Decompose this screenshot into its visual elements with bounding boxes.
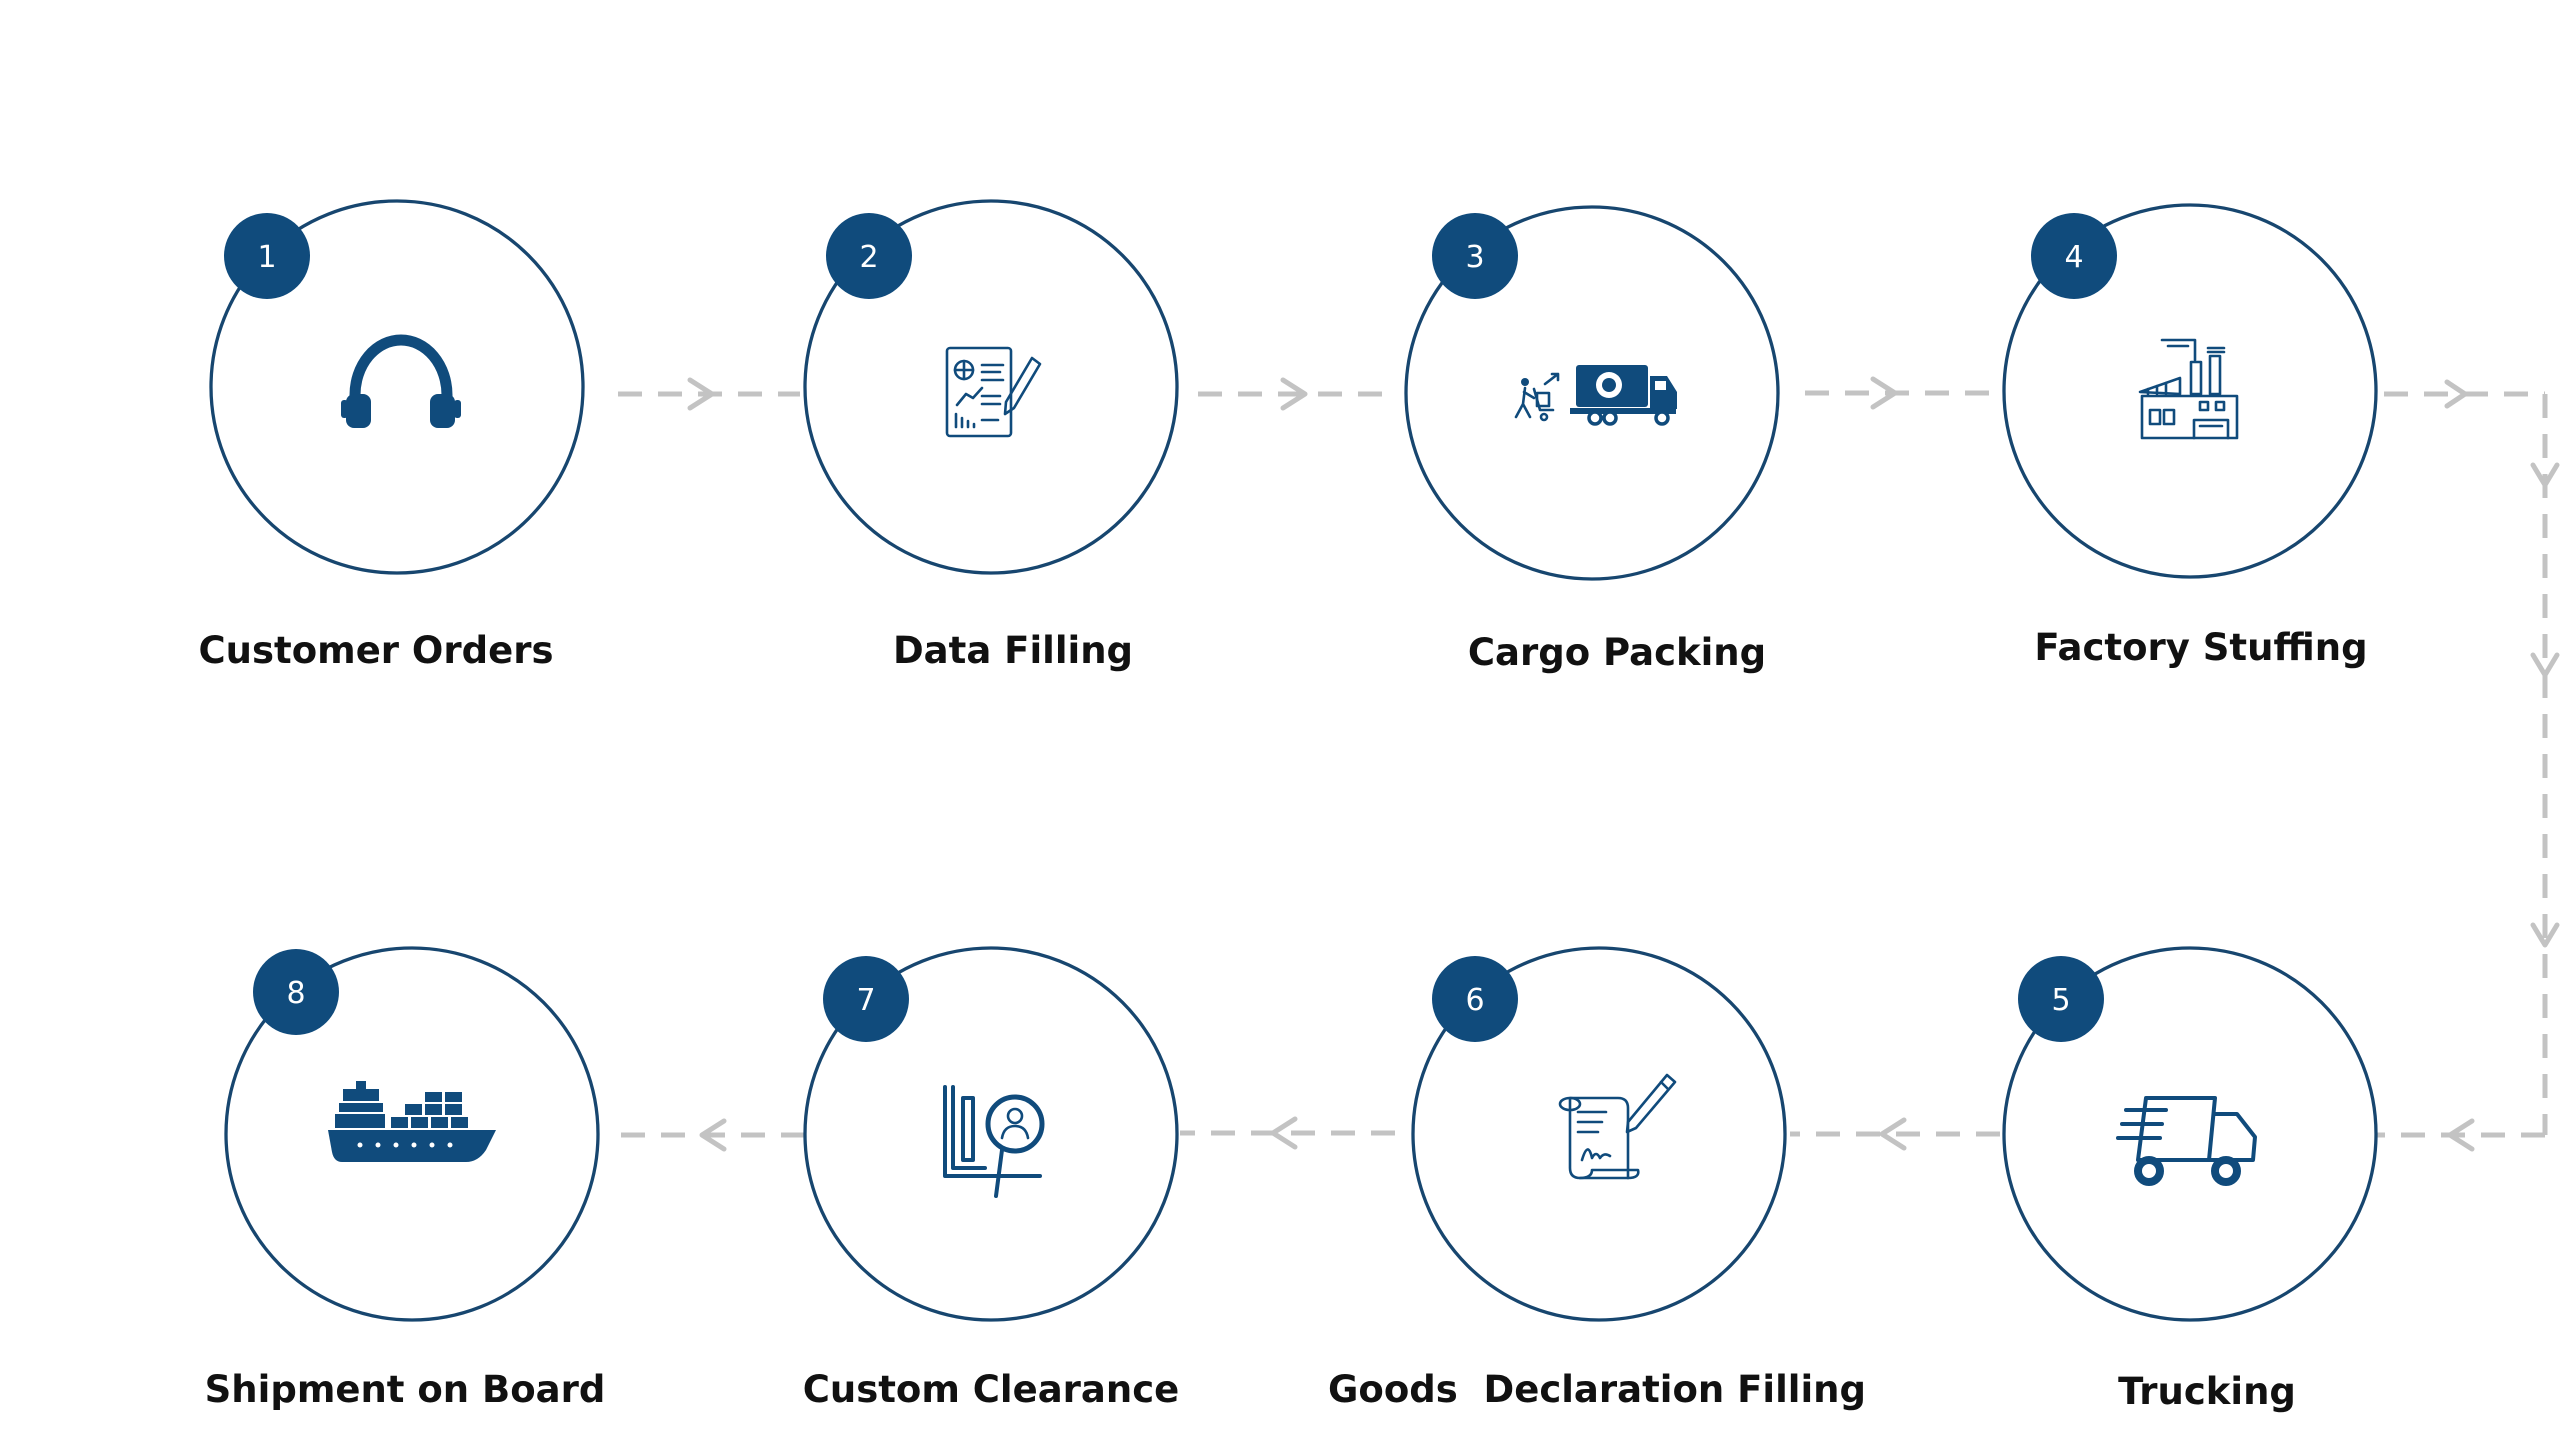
step-1-number: 1: [257, 240, 276, 275]
connector-3-4: [1805, 376, 1995, 410]
step-1-circle: [209, 199, 585, 575]
step-2-label: Data Filling: [893, 629, 1133, 672]
connector-7-8: [605, 1118, 805, 1152]
step-4-number: 4: [2064, 240, 2083, 275]
connector-6-7: [1180, 1116, 1395, 1150]
step-6-badge: [1432, 956, 1518, 1042]
step-3-label: Cargo Packing: [1468, 631, 1766, 674]
step-7: 7 Custom Clearance: [803, 946, 1180, 1411]
step-6-circle: [1411, 946, 1787, 1322]
step-3-badge: [1432, 213, 1518, 299]
connector-2-3: [1198, 377, 1390, 411]
step-7-badge: [823, 956, 909, 1042]
headphones-icon: [341, 334, 461, 428]
connector-5-6: [1790, 1117, 2000, 1151]
step-4-badge: [2031, 213, 2117, 299]
document-report-icon: [945, 346, 1042, 438]
step-6-label: Goods Declaration Filling: [1328, 1368, 1866, 1411]
step-1: 1 Customer Orders: [199, 199, 585, 672]
step-5-label: Trucking: [2118, 1370, 2296, 1413]
step-2-circle: [803, 199, 1179, 575]
step-8: 8 Shipment on Board: [205, 946, 606, 1411]
step-2: 2 Data Filling: [803, 199, 1179, 672]
step-6: 6 Goods Declaration Filling: [1328, 946, 1866, 1411]
factory-icon: [2138, 338, 2239, 440]
scroll-signature-icon: [1558, 1073, 1677, 1180]
step-5-circle: [2002, 946, 2378, 1322]
step-1-label: Customer Orders: [199, 629, 554, 672]
step-2-number: 2: [859, 240, 878, 275]
connector-4-5: [2375, 379, 2560, 1152]
step-1-badge: [224, 213, 310, 299]
step-8-label: Shipment on Board: [205, 1368, 606, 1411]
fast-truck-icon: [2116, 1096, 2257, 1186]
step-3: 3 Cargo Packing: [1404, 205, 1780, 674]
inspection-icon: [943, 1085, 1045, 1198]
step-5-number: 5: [2051, 983, 2070, 1018]
step-5: 5 Trucking: [2002, 946, 2378, 1413]
connector-1-2: [618, 377, 800, 411]
step-7-label: Custom Clearance: [803, 1368, 1180, 1411]
step-2-badge: [826, 213, 912, 299]
connectors: [605, 376, 2560, 1152]
step-4: 4 Factory Stuffing: [2002, 203, 2378, 669]
step-4-label: Factory Stuffing: [2034, 626, 2367, 669]
cargo-ship-icon: [328, 1081, 496, 1162]
step-8-badge: [253, 949, 339, 1035]
step-7-number: 7: [856, 983, 875, 1018]
cargo-truck-icon: [1514, 365, 1677, 426]
step-6-number: 6: [1465, 983, 1484, 1018]
step-5-badge: [2018, 956, 2104, 1042]
step-3-number: 3: [1465, 240, 1484, 275]
step-8-number: 8: [286, 976, 305, 1011]
